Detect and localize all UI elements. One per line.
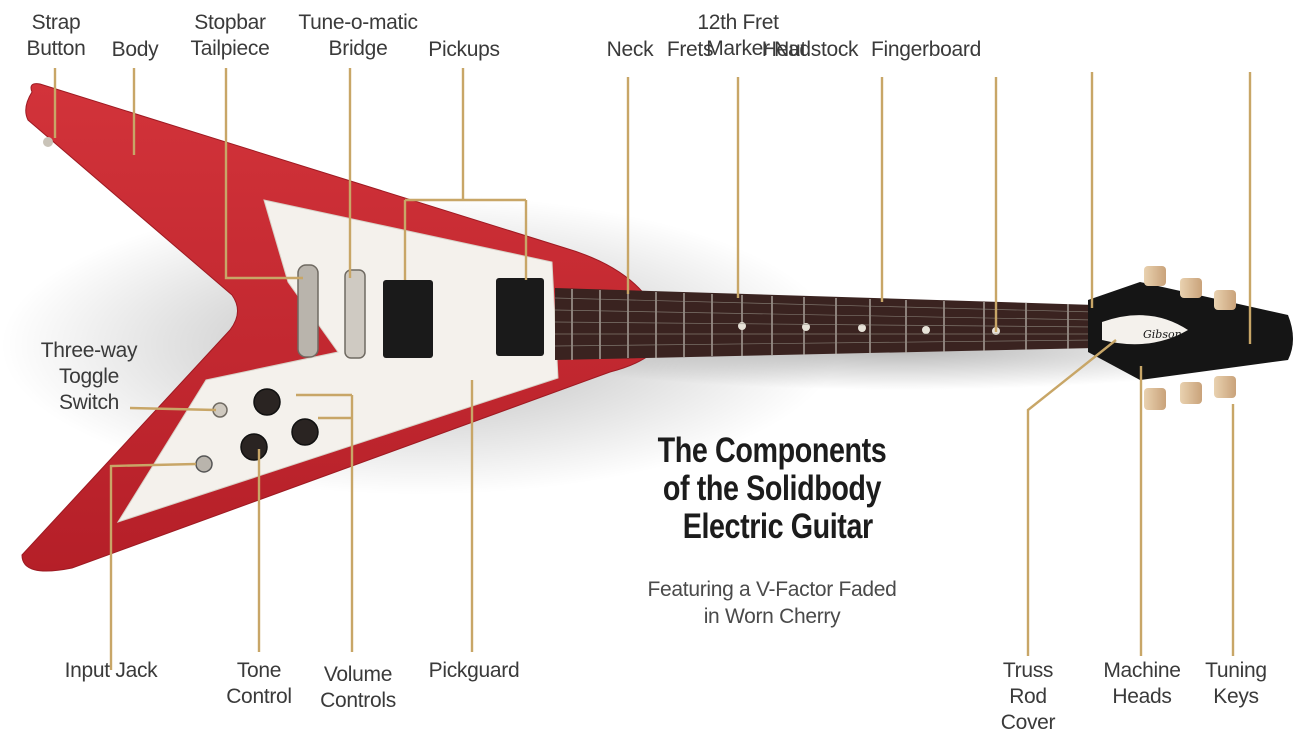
fingerboard-shape [554, 288, 1096, 360]
label-neck: Neck [606, 38, 654, 61]
label-pickups: Pickups [428, 38, 500, 61]
label-fingerboard: Fingerboard [871, 38, 981, 61]
title-line-3: Electric Guitar [682, 507, 873, 546]
label-nut: Nut [774, 38, 806, 61]
diagram-subtitle: Featuring a V-Factor Faded in Worn Cherr… [648, 576, 897, 630]
label-input-jack: Input Jack [64, 659, 158, 682]
label-frets: Frets [666, 38, 714, 61]
subtitle-line-1: Featuring a V-Factor Faded [647, 578, 897, 601]
subtitle-line-2: in Worn Cherry [703, 605, 841, 628]
headstock-shape [1088, 282, 1293, 380]
leader-lines [53, 68, 1252, 670]
pickguard-shape [116, 199, 559, 523]
hardware [43, 137, 544, 473]
title-line-2: of the Solidbody [662, 469, 882, 508]
diagram-title: The Components of the Solidbody Electric… [612, 432, 932, 546]
tuning-keys-shape [1144, 266, 1236, 410]
label-headstock: Headstock [761, 38, 859, 61]
title-line-1: The Components [657, 431, 887, 470]
label-body: Body [111, 38, 159, 61]
label-pickguard: Pickguard [428, 659, 520, 682]
gibson-logo: Gibson [1143, 328, 1182, 341]
